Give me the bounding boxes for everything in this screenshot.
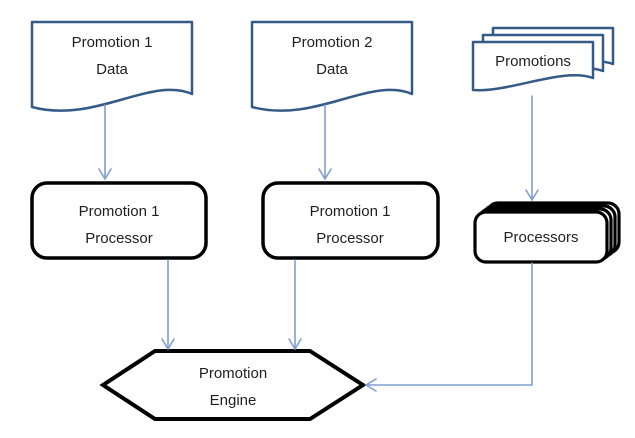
promotion-1-data-shape [30,20,194,112]
promotion-1-data-label-line2: Data [96,61,128,78]
promotion-2-data-shape [250,20,414,112]
arrow-promo1-processor-to-engine [161,259,175,351]
promotions-doc-front [471,40,595,92]
promotions-stack-shape [471,26,615,92]
arrow-processors-to-engine [364,262,533,392]
document-shapes-group [30,20,615,112]
promotions-label: Promotions [495,53,571,70]
promotion-2-processor-label-line1: Promotion 1 [310,203,391,220]
processors-label: Processors [503,229,578,246]
promotion-engine-label-line1: Promotion [199,365,267,382]
arrow-promo1-data-to-processor [98,104,112,181]
promotion-2-processor-label-line2: Processor [316,230,384,247]
promotion-engine-shape [99,349,367,421]
connectors-group [98,95,539,392]
processors-rect-front [473,210,609,264]
promotion-2-data-label-line2: Data [316,61,348,78]
promotion-2-data-label-line1: Promotion 2 [292,34,373,51]
labels-group: Promotion 1 Data Promotion 2 Data Promot… [72,34,579,409]
promotion-1-processor-shape [30,181,208,260]
arrow-promotions-to-processors [525,95,539,202]
promotion-engine-label-line2: Engine [210,392,257,409]
process-shapes-group [30,181,621,421]
arrow-promo2-data-to-processor [318,104,332,181]
promotion-1-processor-label-line2: Processor [85,230,153,247]
promotion-2-processor-shape [261,181,440,260]
processors-stack-shape [473,201,621,264]
arrow-promo2-processor-to-engine [288,259,302,351]
promotion-1-data-label-line1: Promotion 1 [72,34,153,51]
promotion-1-processor-label-line1: Promotion 1 [79,203,160,220]
